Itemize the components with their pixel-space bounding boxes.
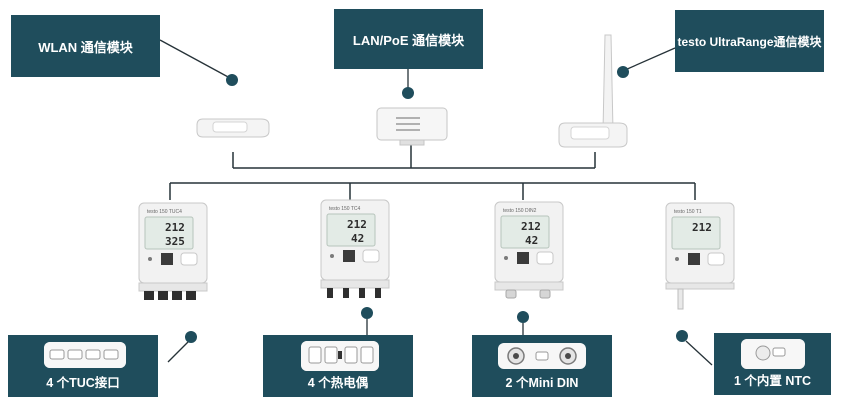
tc-interface-box: 4 个热电偶 xyxy=(263,335,413,397)
ultrarange-module-text: testo UltraRange通信模块 xyxy=(677,34,822,49)
wlan-leader-line xyxy=(159,39,231,79)
tuc-interface-box: 4 个TUC接口 xyxy=(8,335,158,397)
lan-module-device xyxy=(376,107,448,146)
wlan-module-device xyxy=(196,118,270,138)
logger-tuc-reading1: 212 xyxy=(165,221,185,234)
tc-interface-label: 4 个热电偶 xyxy=(307,376,369,390)
ntc-connector-image xyxy=(741,339,805,369)
ntc-leader-dot xyxy=(676,330,688,342)
ntc-interface-label: 1 个内置 NTC xyxy=(733,374,812,388)
lan-module-label: LAN/PoE 通信模块 xyxy=(334,9,483,69)
tuc-leader-line xyxy=(167,341,189,363)
ultrarange-leader-dot xyxy=(617,66,629,78)
logger-tuc-device: testo 150 TUC4 212 325 xyxy=(138,202,208,300)
din-connector-image xyxy=(498,343,586,369)
ntc-leader-line xyxy=(685,340,713,366)
logger-tuc-reading2: 325 xyxy=(165,235,185,248)
lan-module-text: LAN/PoE 通信模块 xyxy=(352,32,465,48)
din-interface-label: 2 个Mini DIN xyxy=(505,376,579,390)
logger-din-device: testo 150 DIN2 212 42 xyxy=(494,201,564,299)
ultrarange-module-label: testo UltraRange通信模块 xyxy=(675,10,824,72)
tuc-interface-label: 4 个TUC接口 xyxy=(46,376,120,390)
logger-tc-model: testo 150 TC4 xyxy=(329,206,361,212)
din-interface-box: 2 个Mini DIN xyxy=(472,335,612,397)
ntc-interface-box: 1 个内置 NTC xyxy=(714,333,831,395)
wlan-leader-dot xyxy=(226,74,238,86)
logger-ntc-device: testo 150 T1 212 xyxy=(665,202,735,310)
tc-leader-dot xyxy=(361,307,373,319)
logger-ntc-model: testo 150 T1 xyxy=(674,209,702,215)
wlan-module-text: WLAN 通信模块 xyxy=(38,39,133,55)
logger-din-reading1: 212 xyxy=(521,220,541,233)
tc-connector-image xyxy=(301,341,379,371)
logger-din-reading2: 42 xyxy=(525,234,538,247)
logger-ntc-reading1: 212 xyxy=(692,221,712,234)
logger-tc-device: testo 150 TC4 212 42 xyxy=(320,199,390,298)
lan-leader-dot xyxy=(402,87,414,99)
logger-tc-reading2: 42 xyxy=(351,232,364,245)
tuc-leader-dot xyxy=(185,331,197,343)
logger-tc-reading1: 212 xyxy=(347,218,367,231)
logger-tuc-model: testo 150 TUC4 xyxy=(147,209,182,215)
din-leader-dot xyxy=(517,311,529,323)
wlan-module-label: WLAN 通信模块 xyxy=(11,15,160,77)
tuc-connector-image xyxy=(44,342,126,368)
ultrarange-module-device xyxy=(558,34,628,148)
logger-din-model: testo 150 DIN2 xyxy=(503,208,537,214)
ultrarange-leader-line xyxy=(624,47,676,71)
